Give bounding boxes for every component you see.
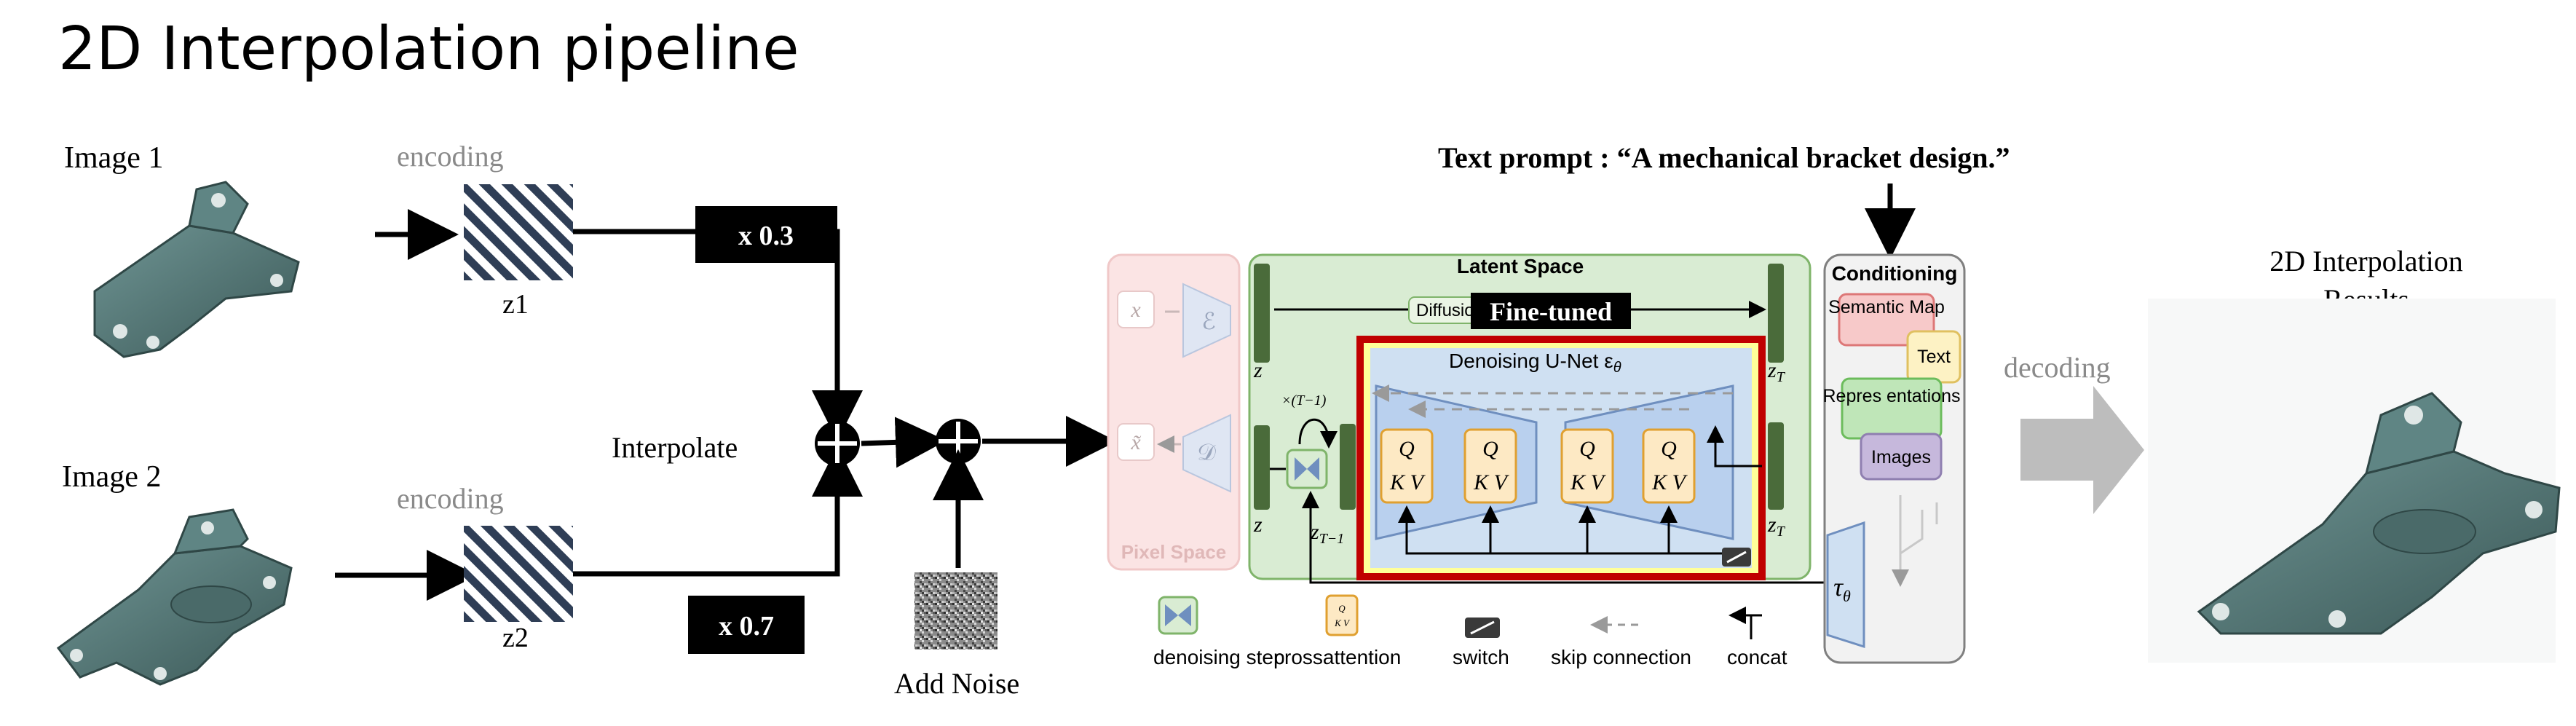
- cond-line-1: [1398, 505, 1733, 555]
- qkv-block-3: Q K V: [1560, 428, 1614, 504]
- latent-z2: [464, 526, 573, 622]
- pixel-space-label: Pixel Space: [1121, 541, 1227, 563]
- legend-q: Q: [1338, 603, 1346, 614]
- svg-text:Q: Q: [1579, 437, 1595, 461]
- legend-crossattention-icon: [1325, 594, 1359, 636]
- denoise-left-tri: [1295, 457, 1307, 481]
- noise-image: [914, 572, 997, 650]
- image1-label: Image 1: [64, 141, 163, 175]
- z2-label: z2: [502, 623, 529, 653]
- latent-z1: [464, 184, 573, 280]
- svg-text:K V: K V: [1389, 470, 1426, 494]
- x-symbol: x: [1130, 298, 1141, 322]
- svg-text:Q: Q: [1661, 437, 1677, 461]
- weight-box-2: [688, 596, 805, 654]
- denoise-right-tri: [1307, 457, 1319, 481]
- svg-text:K V: K V: [1651, 470, 1688, 494]
- svg-text:K V: K V: [1570, 470, 1607, 494]
- zT1-block: [1340, 424, 1356, 510]
- bracket-result: [2197, 392, 2561, 635]
- cond-merge-lines: [1899, 495, 1938, 568]
- legend-concat-icon-v: [1750, 614, 1762, 639]
- z-label-top: z: [1253, 358, 1263, 382]
- svg-text:Q: Q: [1482, 437, 1498, 461]
- decoding-arrow: [2020, 386, 2144, 514]
- svg-text:Q: Q: [1399, 437, 1415, 461]
- legend-switch: switch: [1453, 646, 1509, 668]
- sum-node-1: [815, 421, 860, 466]
- legend: denoising step Q K V crossattention swit…: [1153, 594, 1787, 668]
- zT1-label: zT−1: [1310, 520, 1344, 547]
- qkv-block-1: Q K V: [1380, 428, 1434, 504]
- images-label: Images: [1871, 447, 1931, 467]
- legend-concat: concat: [1727, 646, 1787, 668]
- legend-switch-line: [1470, 620, 1495, 635]
- encoder-E: [1182, 283, 1231, 358]
- encoding-label-2: encoding: [397, 482, 504, 515]
- qkv-block-4: Q K V: [1642, 428, 1696, 504]
- legend-skip-connection: skip connection: [1551, 646, 1691, 668]
- repeat-arrow: [1298, 418, 1338, 449]
- interpolate-label: Interpolate: [612, 431, 738, 464]
- conditioning-label: Conditioning: [1832, 262, 1958, 285]
- zT-label-top: zT: [1767, 358, 1786, 385]
- svg-text:K V: K V: [1473, 470, 1510, 494]
- sum-arrow: [861, 417, 947, 468]
- z-block-bottom: [1254, 425, 1270, 510]
- semantic-map-label: Semantic Map: [1828, 297, 1945, 317]
- bracket-image-1: [93, 181, 300, 358]
- fine-tuned-label: Fine-tuned: [1490, 297, 1612, 326]
- zT-block-bottom: [1768, 422, 1784, 510]
- z-label-bottom: z: [1253, 513, 1263, 537]
- encoder-symbol: ℰ: [1201, 308, 1215, 334]
- latent-space-label: Latent Space: [1457, 255, 1584, 277]
- zT-into-unet: [1707, 425, 1762, 467]
- z1-label: z1: [502, 289, 529, 320]
- decoding-label: decoding: [2004, 351, 2111, 384]
- z-block-top: [1254, 264, 1270, 363]
- fine-tuned-box: [1471, 293, 1631, 329]
- page-title: 2D Interpolation pipeline: [58, 15, 799, 84]
- z2-line: [573, 446, 863, 577]
- unet-label: Denoising U-Net εθ: [1449, 350, 1621, 376]
- legend-crossattention: crossattention: [1274, 646, 1401, 668]
- legend-tri-2: [1178, 604, 1191, 626]
- encoding-label-1: encoding: [397, 140, 504, 173]
- zT-block-top: [1768, 264, 1784, 363]
- legend-tri-1: [1165, 604, 1178, 626]
- image2-label: Image 2: [62, 460, 161, 494]
- qkv-block-2: Q K V: [1463, 428, 1517, 504]
- switch-line: [1726, 551, 1747, 564]
- text-box-label: Text: [1917, 347, 1951, 367]
- add-noise-label: Add Noise: [894, 667, 1019, 700]
- weight-1: x 0.3: [738, 221, 794, 251]
- decoder-symbol: 𝒟: [1197, 439, 1216, 465]
- legend-denoising-step: denoising step: [1153, 646, 1285, 668]
- x-tilde-symbol: x̃: [1130, 430, 1141, 454]
- weight-box-1: [695, 206, 837, 263]
- weight-2: x 0.7: [719, 611, 774, 642]
- x-box: [1117, 291, 1155, 328]
- tau-theta-label: τθ: [1833, 572, 1851, 605]
- representations-label: Repres entations: [1822, 386, 1960, 406]
- text-prompt: Text prompt : “A mechanical bracket desi…: [1438, 141, 2010, 174]
- repeat-times: ×(T−1): [1281, 392, 1327, 409]
- sum-node-2: [936, 419, 981, 464]
- tau-theta-encoder: [1826, 521, 1865, 649]
- images-box: [1860, 433, 1943, 481]
- bracket-image-2: [56, 508, 293, 686]
- results-title-line1: 2D Interpolation: [2269, 245, 2463, 277]
- decoder-D: [1182, 414, 1231, 493]
- x-tilde-box: [1117, 423, 1155, 461]
- tau-feedback-line: [1302, 491, 1831, 584]
- zT-label-bottom: zT: [1767, 513, 1786, 540]
- legend-kv: K V: [1334, 618, 1351, 628]
